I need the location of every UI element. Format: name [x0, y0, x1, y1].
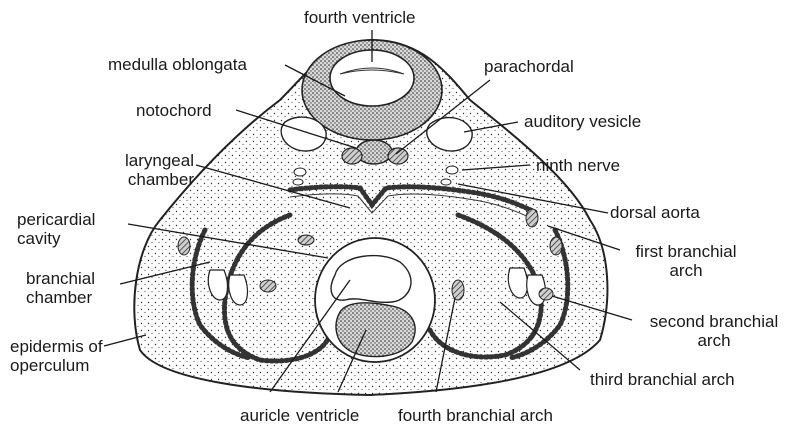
label-third-branchial-arch: third branchial arch: [590, 370, 735, 389]
label-fourth-branchial-arch: fourth branchial arch: [398, 406, 553, 425]
label-second-branchial-arch-line1: second branchial: [634, 312, 794, 331]
label-parachordal: parachordal: [484, 57, 574, 76]
label-laryngeal-chamber-line1: laryngeal: [98, 151, 194, 170]
label-epidermis-of-operculum-line1: epidermis of: [10, 337, 103, 356]
label-second-branchial-arch: second branchial arch: [634, 312, 794, 350]
label-fourth-ventricle: fourth ventricle: [304, 8, 416, 27]
label-auricle: auricle: [240, 406, 290, 425]
label-branchial-chamber: branchial chamber: [26, 269, 95, 307]
ventricle-shape: [336, 303, 415, 357]
cartilage-right-1: [526, 209, 538, 227]
label-first-branchial-arch-line1: first branchial: [620, 242, 752, 261]
label-pericardial-cavity: pericardial cavity: [17, 210, 95, 248]
cartilage-right-2: [452, 280, 464, 300]
label-epidermis-of-operculum: epidermis of operculum: [10, 337, 103, 375]
cartilage-left-3: [298, 235, 314, 245]
label-ventricle: ventricle: [296, 406, 359, 425]
label-second-branchial-arch-line2: arch: [634, 331, 794, 350]
label-auditory-vesicle: auditory vesicle: [524, 112, 641, 131]
label-branchial-chamber-line1: branchial: [26, 269, 95, 288]
cartilage-right-3: [539, 288, 553, 300]
parachordal-left: [342, 148, 362, 164]
label-ninth-nerve: ninth nerve: [536, 156, 620, 175]
label-first-branchial-arch: first branchial arch: [620, 242, 752, 280]
label-pericardial-cavity-line2: cavity: [17, 229, 95, 248]
parachordal-right: [388, 148, 408, 164]
ninth-nerve-right: [446, 166, 458, 174]
label-medulla-oblongata: medulla oblongata: [108, 55, 247, 74]
label-branchial-chamber-line2: chamber: [26, 288, 95, 307]
dorsal-aorta-left: [293, 179, 303, 185]
label-laryngeal-chamber: laryngeal chamber: [98, 151, 194, 189]
label-epidermis-of-operculum-line2: operculum: [10, 356, 103, 375]
cartilage-right-4: [550, 237, 562, 255]
label-pericardial-cavity-line1: pericardial: [17, 210, 95, 229]
cartilage-left-2: [260, 280, 276, 292]
cartilage-left-1: [178, 237, 190, 255]
label-laryngeal-chamber-line2: chamber: [98, 170, 194, 189]
label-dorsal-aorta: dorsal aorta: [610, 203, 700, 222]
label-notochord: notochord: [136, 101, 212, 120]
label-first-branchial-arch-line2: arch: [620, 261, 752, 280]
dorsal-aorta-right: [441, 179, 451, 185]
ninth-nerve-left: [294, 168, 306, 176]
